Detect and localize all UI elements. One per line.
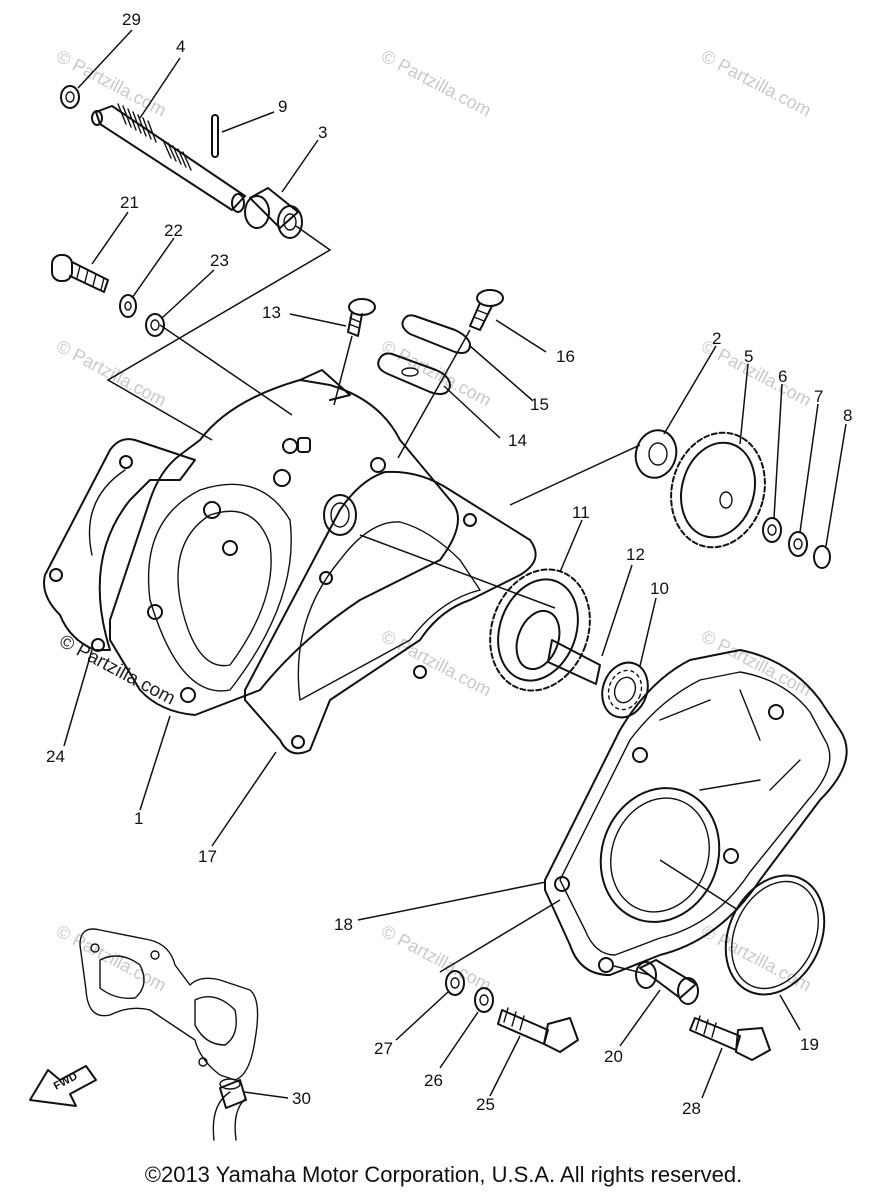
part-18-cover [544, 649, 848, 976]
part-label-20: 20 [604, 1047, 623, 1066]
part-23-washer [145, 313, 165, 337]
part-8-clip [813, 545, 831, 569]
watermark: © Partzilla.com [698, 46, 814, 121]
alignment-line [106, 225, 332, 441]
part-label-3: 3 [318, 123, 327, 142]
part-14-gasket [377, 352, 451, 395]
part-label-23: 23 [210, 251, 229, 270]
watermark: © Partzilla.com [698, 921, 814, 996]
part-25-bolt [497, 1007, 579, 1053]
part-label-11: 11 [572, 503, 590, 522]
part-20-collar [635, 959, 699, 1005]
part-16-screw [469, 289, 504, 331]
watermarks: © Partzilla.com © Partzilla.com © Partzi… [53, 46, 814, 996]
alignment-line [439, 899, 561, 973]
part-29-washer [60, 85, 80, 109]
watermark: © Partzilla.com [378, 336, 494, 411]
part-30-fitting [219, 1078, 247, 1109]
part-11-gear [489, 568, 591, 692]
watermark: © Partzilla.com [53, 336, 169, 411]
part-label-10: 10 [650, 579, 669, 598]
part-10-bearing [601, 661, 649, 719]
alignment-line [659, 859, 739, 911]
part-label-26: 26 [424, 1071, 443, 1090]
part-label-6: 6 [778, 367, 787, 386]
leader-lines [63, 29, 847, 1099]
part-label-18: 18 [334, 915, 353, 934]
alignment-line [613, 965, 651, 976]
part-3-collar [244, 187, 303, 239]
part-label-14: 14 [508, 431, 527, 450]
part-2-bearing [634, 429, 678, 479]
alignment-line [359, 534, 556, 609]
part-15-plate [401, 314, 471, 354]
part-22-washer [119, 294, 137, 318]
part-label-15: 15 [530, 395, 549, 414]
part-label-17: 17 [198, 847, 217, 866]
part-label-8: 8 [843, 406, 852, 425]
part-12-shaft [547, 639, 601, 685]
watermark: © Partzilla.com [53, 46, 169, 121]
part-label-30: 30 [292, 1089, 311, 1108]
watermark: © Partzilla.com [378, 626, 494, 701]
alignment-line [509, 444, 641, 506]
part-label-7: 7 [814, 387, 823, 406]
copyright-notice: ©2013 Yamaha Motor Corporation, U.S.A. A… [144, 1162, 743, 1187]
fwd-label: FWD [52, 1070, 80, 1092]
part-7-washer [788, 531, 808, 557]
alignment-line [159, 324, 293, 416]
part-label-16: 16 [556, 347, 575, 366]
part-label-9: 9 [278, 97, 287, 116]
part-4-shaft [91, 103, 246, 213]
part-24-gasket [43, 438, 196, 652]
part-5-gear [670, 431, 766, 549]
part-label-25: 25 [476, 1095, 495, 1114]
part-label-4: 4 [176, 37, 185, 56]
part-27-washer [445, 970, 465, 996]
part-26-washer [474, 987, 494, 1013]
part-label-1: 1 [134, 809, 143, 828]
watermark: © Partzilla.com [378, 921, 494, 996]
part-1-housing [109, 369, 459, 716]
watermark: © Partzilla.com [698, 626, 814, 701]
part-label-22: 22 [164, 221, 183, 240]
part-19-o-ring [724, 874, 826, 996]
part-6-washer [762, 517, 782, 543]
part-label-27: 27 [374, 1039, 393, 1058]
watermark-dark: © Partzilla.com [56, 631, 179, 710]
part-label-19: 19 [800, 1035, 819, 1054]
alignment-line [397, 329, 471, 459]
watermark: © Partzilla.com [378, 46, 494, 121]
part-9-pin [211, 114, 219, 158]
part-label-28: 28 [682, 1099, 701, 1118]
part-label-21: 21 [120, 193, 139, 212]
fwd-arrow-icon: FWD [29, 1065, 97, 1107]
part-label-12: 12 [626, 545, 645, 564]
part-label-24: 24 [46, 747, 65, 766]
part-label-13: 13 [262, 303, 281, 322]
part-label-29: 29 [122, 10, 141, 29]
part-28-bolt [689, 1015, 771, 1061]
part-17-gasket [244, 470, 537, 755]
part-13-screw [333, 298, 376, 406]
part-label-2: 2 [712, 329, 721, 348]
part-labels: 29 4 9 3 21 22 23 13 16 15 14 2 5 6 7 8 … [46, 10, 852, 1118]
part-label-5: 5 [744, 347, 753, 366]
part-21-bolt [51, 254, 109, 293]
